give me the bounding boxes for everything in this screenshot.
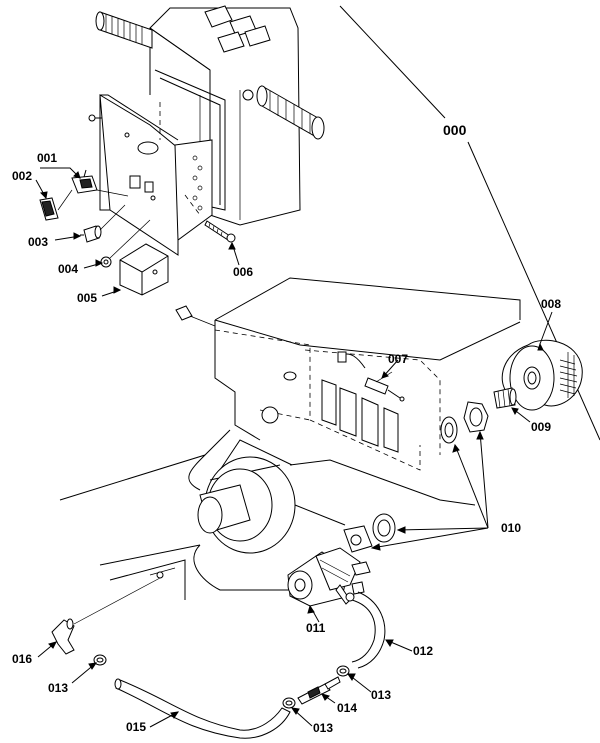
callout-015: 015 (126, 720, 146, 734)
leader-lines (35, 167, 553, 728)
callout-002: 002 (12, 169, 32, 183)
lamp-003 (80, 204, 126, 243)
callout-010: 010 (501, 521, 521, 535)
switch-cover-002 (39, 189, 73, 221)
callout-003: 003 (28, 235, 48, 249)
connector-014 (297, 676, 341, 705)
elbow-016 (51, 577, 161, 655)
clamp-013-a (93, 654, 107, 666)
right-spindle (256, 85, 325, 140)
hose-012 (345, 591, 386, 669)
control-panel-plate (88, 94, 213, 256)
hose-015 (114, 678, 291, 739)
left-spindle (95, 11, 153, 49)
callout-006: 006 (233, 265, 253, 279)
callout-001: 001 (37, 151, 57, 165)
switch-001 (71, 169, 129, 197)
callout-labels: 000 001 002 003 004 005 006 007 008 009 … (12, 122, 561, 735)
washers-010 (343, 401, 489, 553)
clamp-013-c (282, 697, 296, 709)
callout-013-c: 013 (313, 721, 333, 735)
pulley (197, 456, 346, 554)
callout-005: 005 (77, 291, 97, 305)
callout-012: 012 (413, 644, 433, 658)
machine-head (95, 5, 325, 226)
motor-008 (501, 339, 583, 411)
callout-014: 014 (337, 701, 357, 715)
clamp-013-b (336, 665, 350, 677)
callout-013-a: 013 (48, 681, 68, 695)
lower-frame (59, 277, 521, 600)
callout-004: 004 (58, 262, 78, 276)
callout-013-b: 013 (371, 688, 391, 702)
callout-016: 016 (12, 652, 32, 666)
callout-008: 008 (541, 297, 561, 311)
callout-007: 007 (388, 352, 408, 366)
callout-009: 009 (531, 420, 551, 434)
pump-011 (287, 547, 371, 607)
box-005 (119, 243, 169, 296)
screw-006 (204, 220, 236, 243)
callout-000: 000 (443, 122, 467, 138)
fitting-009 (493, 387, 517, 409)
callout-011: 011 (306, 621, 326, 635)
